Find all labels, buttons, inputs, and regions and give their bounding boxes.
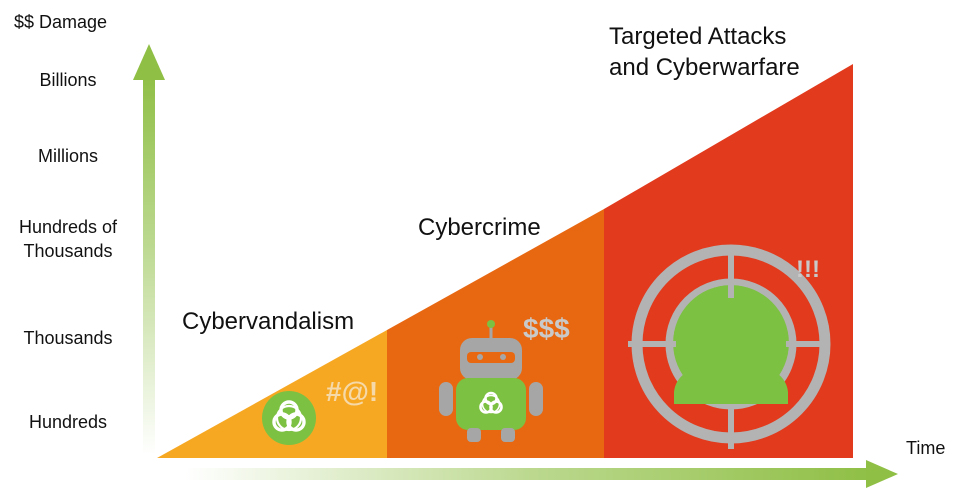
x-axis-arrow [185,460,898,488]
biohazard-icon [262,391,316,445]
y-level-millions: Millions [37,146,98,166]
stage-title-cyberwarfare: Targeted Attacks and Cyberwarfare [609,23,800,81]
y-axis-title: $$ Damage [14,12,108,32]
stage-region-cybervandalism [157,330,387,458]
stage-symbol-cybervandalism: #@! [326,376,379,407]
crosshair-target-icon [628,244,831,449]
y-axis-arrow [133,44,165,455]
robot-biohazard-icon [439,320,543,442]
y-level-hundreds-of-thousands: Hundreds of Thousands [18,217,118,261]
stage-title-cybercrime: Cybercrime [418,214,541,241]
x-axis-title: Time [906,438,946,458]
y-level-thousands: Thousands [23,328,113,348]
y-level-hundreds: Hundreds [28,412,108,432]
stage-symbol-cyberwarfare: !!! [796,256,820,283]
y-level-billions: Billions [39,70,97,90]
stage-symbol-cybercrime: $$$ [523,313,570,344]
stage-title-cybervandalism: Cybervandalism [182,308,355,335]
